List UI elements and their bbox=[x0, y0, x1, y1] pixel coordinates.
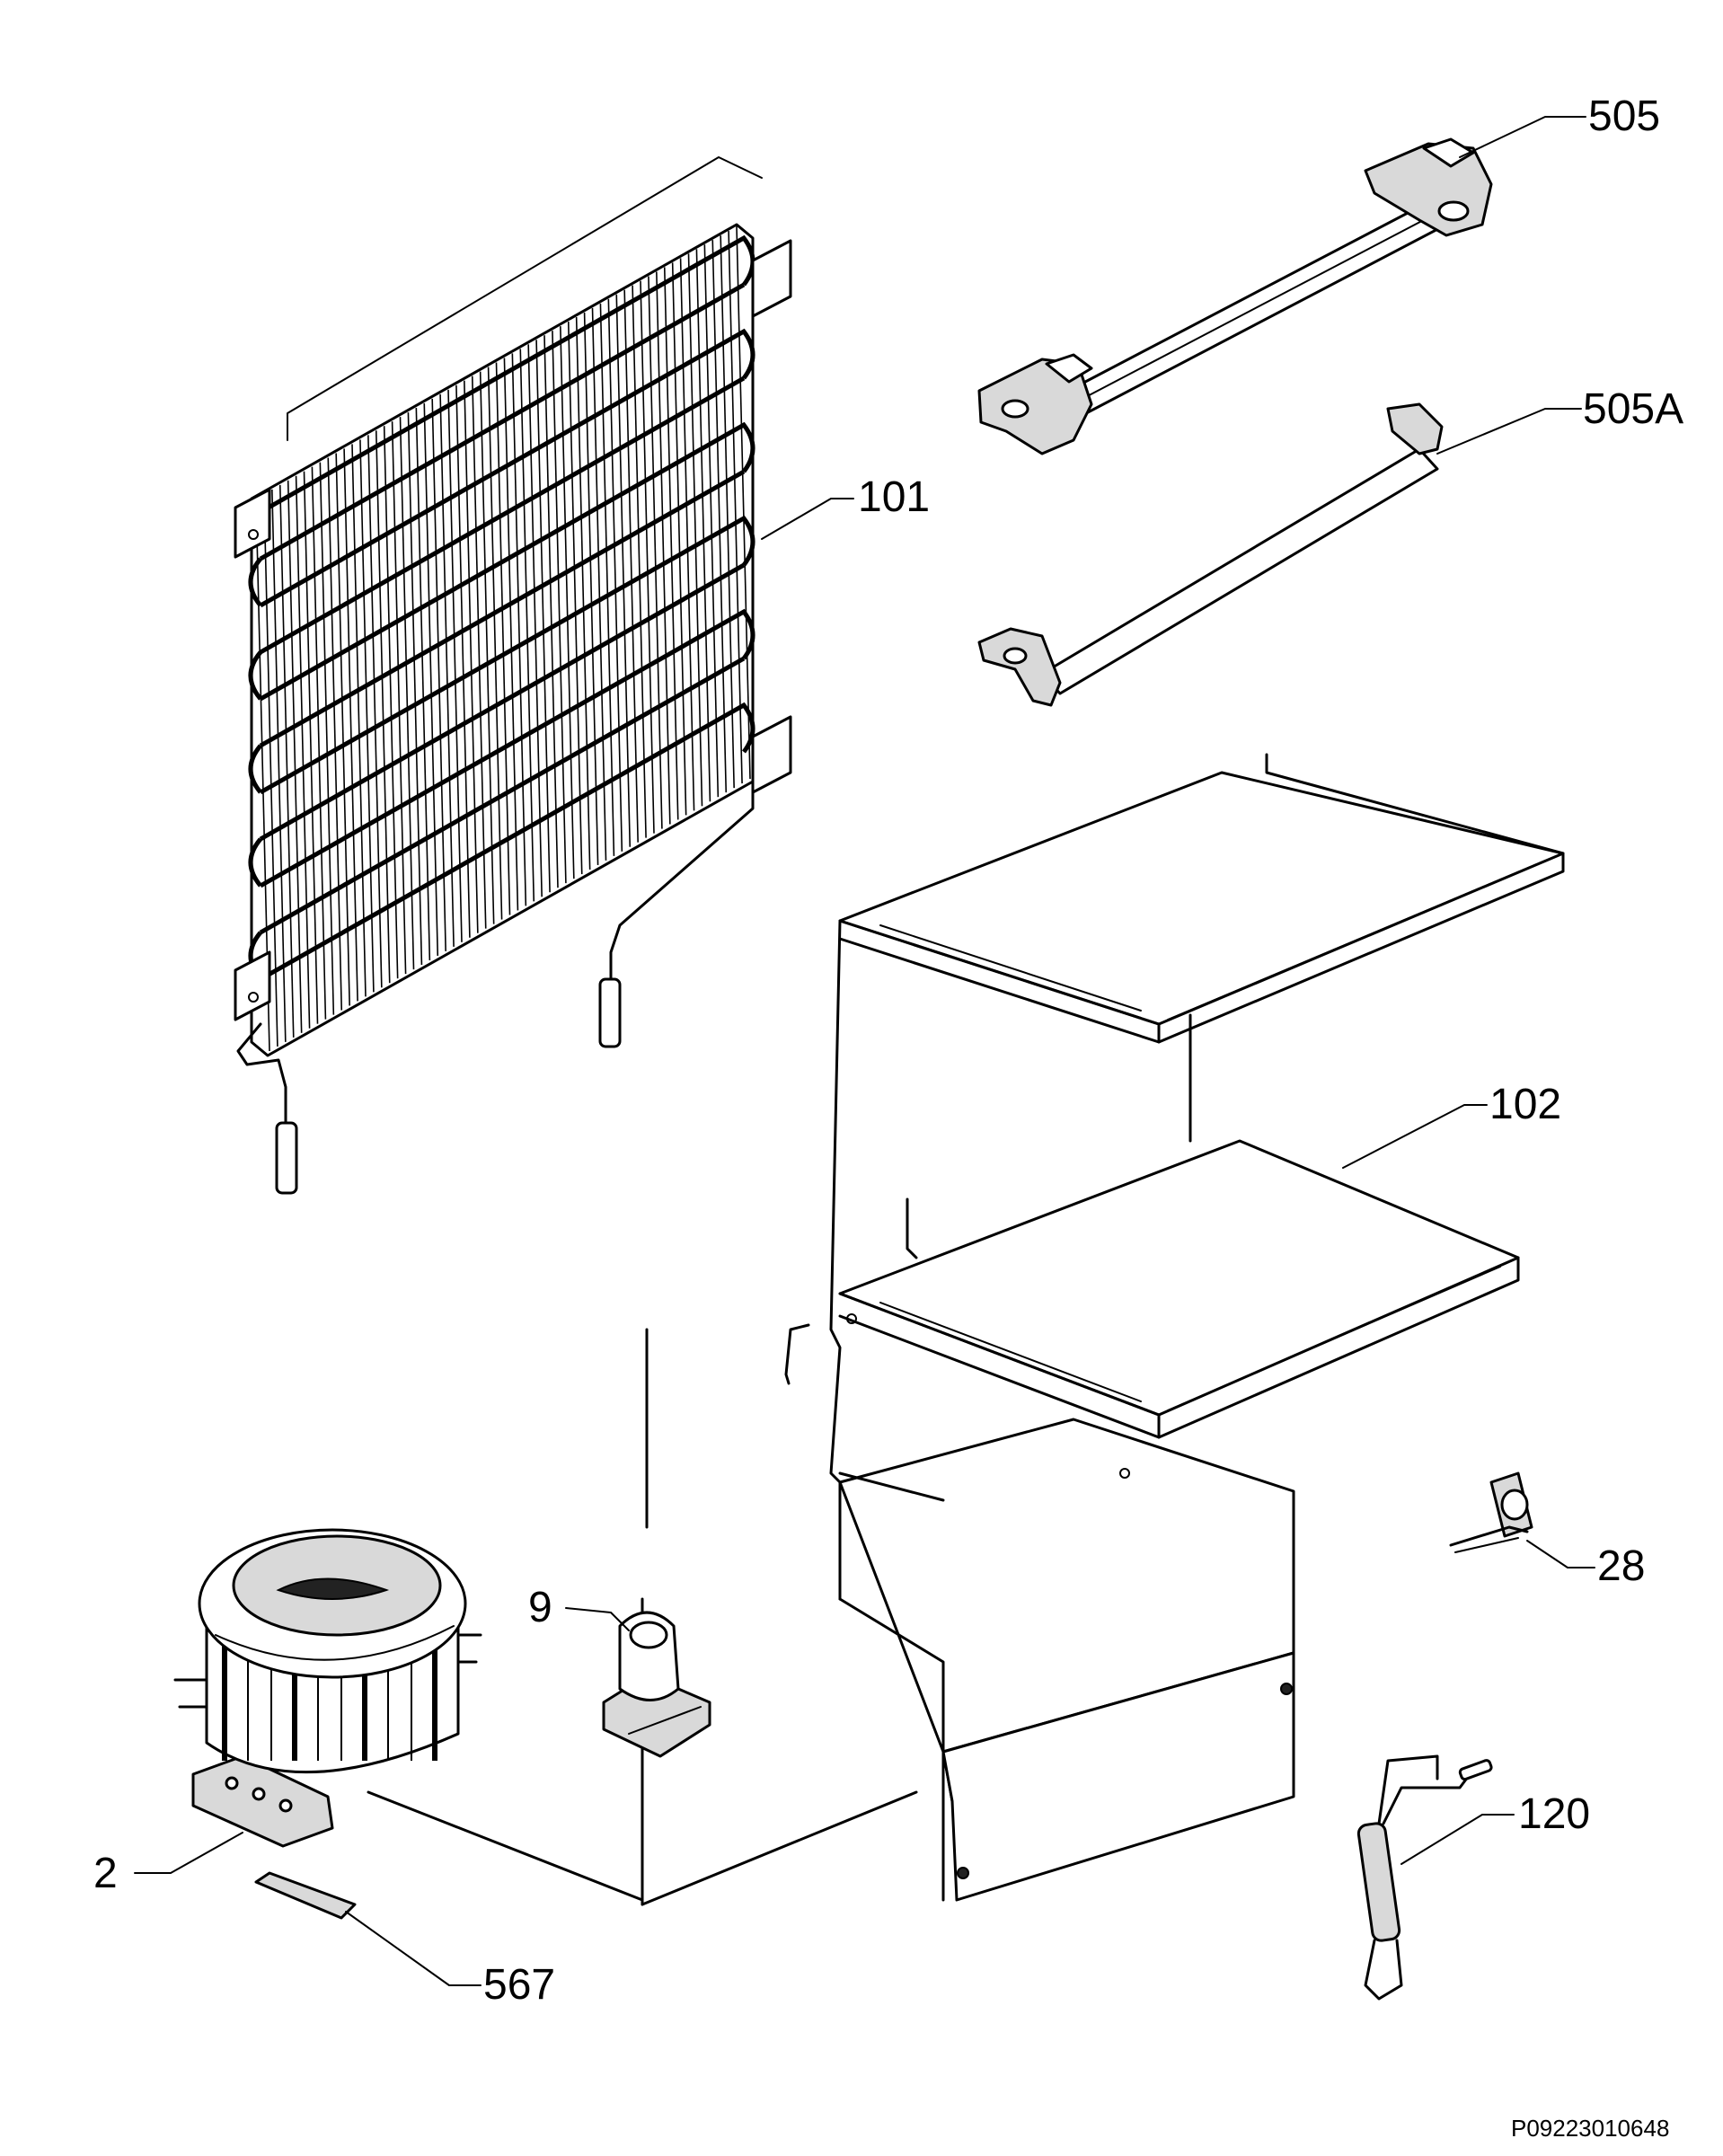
label-9: 9 bbox=[528, 1584, 552, 1631]
condenser-fin bbox=[311, 466, 327, 1020]
condenser-fin bbox=[319, 462, 335, 1015]
condenser-fin bbox=[543, 335, 559, 888]
label-101: 101 bbox=[858, 473, 931, 521]
condenser-coil bbox=[248, 469, 746, 794]
condenser-fin bbox=[503, 358, 519, 911]
label-505a: 505A bbox=[1583, 385, 1684, 433]
condenser-fin bbox=[615, 294, 632, 847]
shelf-support-505a bbox=[977, 402, 1444, 707]
label-505: 505 bbox=[1588, 93, 1661, 140]
condenser-coil bbox=[259, 702, 755, 982]
compressor-area-outline bbox=[367, 1328, 918, 1906]
condenser-fin bbox=[415, 407, 431, 961]
condenser-fin bbox=[679, 258, 695, 811]
condenser-fin bbox=[295, 475, 311, 1029]
label-567: 567 bbox=[483, 1961, 556, 2009]
condenser-fin bbox=[711, 240, 728, 793]
drawing-code: P09223010648 bbox=[1511, 2115, 1670, 2142]
condenser-coil bbox=[259, 608, 755, 888]
condenser-fin bbox=[359, 439, 375, 993]
condenser-fin bbox=[736, 225, 751, 780]
condenser-coil bbox=[259, 421, 755, 702]
condenser-fin bbox=[423, 402, 439, 956]
relay-9 bbox=[602, 1611, 711, 1758]
condenser-fin bbox=[487, 367, 503, 920]
condenser-fin bbox=[552, 331, 567, 884]
condenser-fin bbox=[375, 430, 391, 984]
condenser-fin bbox=[351, 444, 367, 997]
label-2: 2 bbox=[93, 1850, 118, 1897]
condenser-fin bbox=[519, 349, 535, 902]
condenser-fin bbox=[583, 312, 599, 865]
plate-567 bbox=[254, 1871, 357, 1920]
condenser-fin bbox=[287, 480, 303, 1033]
condenser-fins bbox=[255, 225, 751, 1052]
condenser-fin bbox=[464, 380, 479, 933]
condenser-coil bbox=[248, 282, 746, 607]
condenser-fin bbox=[671, 262, 687, 816]
condenser-fin bbox=[367, 435, 383, 988]
condenser-fin bbox=[399, 417, 415, 970]
condenser-fin bbox=[391, 421, 407, 975]
condenser-coils bbox=[248, 234, 755, 982]
condenser-fin bbox=[687, 253, 703, 807]
condenser-fin bbox=[663, 267, 679, 820]
condenser-fin bbox=[640, 280, 655, 834]
clip-28 bbox=[1449, 1471, 1533, 1553]
condenser-fin bbox=[271, 489, 287, 1042]
condenser-fin bbox=[263, 493, 278, 1047]
condenser-fin bbox=[575, 316, 591, 870]
condenser-coil bbox=[248, 376, 746, 701]
condenser-fin bbox=[335, 453, 350, 1006]
condenser-fin bbox=[599, 303, 615, 856]
filter-drier-120 bbox=[1356, 1754, 1493, 2001]
condenser-fin bbox=[535, 340, 551, 893]
condenser-fin bbox=[560, 326, 575, 879]
condenser-fin bbox=[343, 448, 358, 1002]
leader-lines bbox=[134, 116, 1595, 1986]
condenser-coil bbox=[259, 515, 755, 795]
condenser-fin bbox=[439, 393, 455, 947]
condenser-fin bbox=[495, 362, 511, 915]
condenser-fin bbox=[431, 398, 446, 951]
condenser-fin bbox=[278, 484, 295, 1038]
shelf-support-505 bbox=[977, 137, 1493, 455]
condenser-fin bbox=[656, 271, 671, 825]
condenser-fin bbox=[632, 285, 647, 838]
condenser-coil bbox=[248, 562, 746, 888]
condenser-coil bbox=[259, 234, 755, 515]
condenser-fin bbox=[607, 298, 623, 852]
condenser-fin bbox=[383, 426, 399, 979]
cover-frame-102 bbox=[784, 753, 1565, 1902]
compressor-2 bbox=[173, 1528, 482, 1848]
condenser-fin bbox=[567, 322, 583, 875]
condenser-fin bbox=[648, 276, 663, 829]
label-102: 102 bbox=[1489, 1081, 1562, 1128]
condenser-fin bbox=[511, 353, 527, 906]
condenser-fin bbox=[728, 231, 743, 784]
condenser-fin bbox=[720, 235, 735, 789]
label-28: 28 bbox=[1597, 1542, 1646, 1590]
condenser-fin bbox=[623, 289, 639, 843]
condenser-fin bbox=[407, 412, 423, 966]
condenser-101 bbox=[234, 156, 792, 1195]
condenser-fin bbox=[527, 344, 543, 897]
condenser-fin bbox=[703, 244, 720, 798]
condenser-fin bbox=[695, 249, 711, 802]
condenser-fin bbox=[479, 371, 495, 924]
label-120: 120 bbox=[1518, 1790, 1591, 1838]
condenser-fin bbox=[455, 384, 471, 938]
condenser-coil bbox=[259, 328, 755, 608]
condenser-fin bbox=[447, 389, 463, 942]
condenser-fin bbox=[471, 376, 487, 929]
condenser-fin bbox=[303, 471, 319, 1024]
condenser-fin bbox=[327, 457, 343, 1011]
condenser-fin bbox=[591, 307, 607, 861]
